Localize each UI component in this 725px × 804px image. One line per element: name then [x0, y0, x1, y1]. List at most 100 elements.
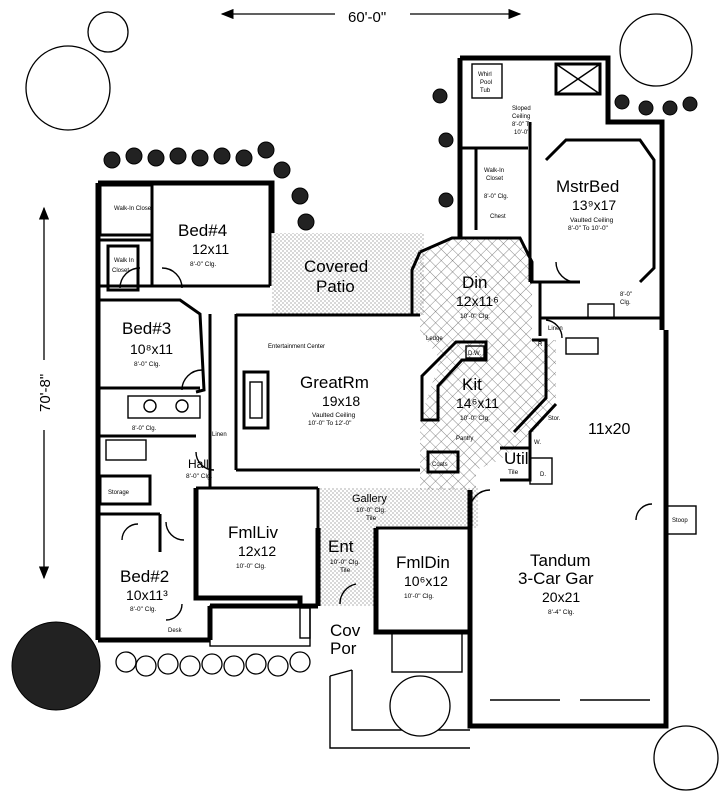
util-bath-clg2: Clg. — [620, 300, 631, 306]
ent-note2: Tile — [340, 567, 351, 574]
shrub-icon — [11, 621, 101, 711]
ent-name: Ent — [328, 537, 354, 556]
r-label: R — [538, 342, 543, 348]
stoop — [665, 505, 697, 535]
bed2-size: 10x11³ — [126, 587, 168, 603]
covpor-line1: Cov — [330, 621, 361, 640]
storage-label: Storage — [108, 490, 130, 496]
chest-label: Chest — [490, 214, 506, 220]
sloped-label-4: 10'-0" — [514, 130, 529, 136]
kit-size: 14⁶x11 — [456, 395, 499, 411]
patio-name-1: Covered — [304, 257, 368, 276]
kit-name: Kit — [462, 375, 482, 394]
whirl-label: Whirl — [478, 72, 492, 78]
depth-label: 70'-8" — [37, 374, 54, 412]
greatrm-note1: Vaulted Ceiling — [312, 412, 356, 419]
interior-walls — [98, 62, 662, 552]
garage-note: 8'-4" Clg. — [548, 609, 575, 616]
w-label: W. — [534, 440, 541, 446]
hall-name: Hall — [188, 457, 209, 471]
desk-label: Desk — [168, 628, 183, 634]
fmlliv-note: 10'-0" Clg. — [236, 563, 266, 570]
din-name: Din — [462, 273, 488, 292]
mstrbed-size: 13⁹x17 — [572, 197, 616, 213]
fmldin-note: 10'-0" Clg. — [404, 593, 434, 600]
tree-icon — [653, 725, 719, 791]
ent-note1: 10'-0" Clg. — [330, 559, 360, 566]
greatrm-name: GreatRm — [300, 373, 369, 392]
garage-line1: Tandum — [530, 551, 590, 570]
bed3-size: 10⁸x11 — [130, 341, 173, 357]
dw-label: D.W. — [468, 351, 481, 357]
fmlliv-name: FmlLiv — [228, 523, 279, 542]
bed4-size: 12x11 — [192, 241, 229, 257]
walkin2-line2: Closet — [486, 176, 503, 182]
util-bath-clg1: 8'-0" — [620, 292, 632, 298]
util-note: Tile — [508, 469, 519, 476]
tub-label: Tub — [480, 88, 491, 94]
entry-tile — [318, 528, 376, 606]
fmlliv-size: 12x12 — [238, 543, 276, 559]
front-planters — [209, 605, 463, 673]
walk-in-label: Walk In — [114, 258, 134, 264]
hedge-icon — [115, 651, 311, 677]
bed4-name: Bed#4 — [178, 221, 227, 240]
walkin2-line1: Walk-In — [484, 168, 504, 174]
ledge-label: Ledge — [426, 336, 443, 342]
tree-icon — [619, 13, 693, 87]
din-size: 12x11⁶ — [456, 293, 499, 309]
sloped-label-1: Sloped — [512, 106, 531, 112]
fmldin-size: 10⁶x12 — [404, 573, 448, 589]
bed2-note: 8'-0" Clg. — [130, 606, 157, 613]
door-swings — [119, 261, 653, 621]
gallery-note2: Tile — [366, 515, 377, 522]
landscaping — [11, 11, 719, 791]
walkin-closet-bed4: Walk-In Closet — [114, 206, 153, 212]
pool-label: Pool — [480, 80, 492, 86]
kitchen-dining-tile — [420, 238, 556, 490]
pantry-label: Pantry — [456, 436, 473, 442]
fmldin-name: FmlDin — [396, 553, 450, 572]
garage-size: 20x21 — [542, 589, 580, 605]
walkin2-clg: 8'-0" Clg. — [484, 194, 509, 200]
util-name: Util — [504, 449, 529, 468]
mstrbed-note2: 8'-0" To 10'-0" — [568, 225, 609, 232]
bed3-name: Bed#3 — [122, 319, 171, 338]
linen-master-label: Linen — [548, 326, 563, 332]
closet-label: Closet — [112, 268, 129, 274]
garage-small-size: 11x20 — [588, 421, 631, 438]
din-note: 10'-0" Clg. — [460, 313, 490, 320]
mstrbed-note1: Vaulted Ceiling — [570, 217, 614, 224]
hall-note: 8'-0" Clg. — [186, 473, 213, 480]
garage-line2: 3-Car Gar — [518, 569, 594, 588]
bed2-name: Bed#2 — [120, 567, 169, 586]
shrub-icon — [389, 675, 451, 737]
patio-name-2: Patio — [316, 277, 355, 296]
top-hedge-icon — [103, 141, 315, 231]
tree-icon — [25, 45, 111, 131]
right-hedge-icon — [432, 88, 698, 208]
bed3-note: 8'-0" Clg. — [134, 361, 161, 368]
bath-clg-label: 8'-0" Clg. — [132, 426, 157, 432]
width-label: 60'-0" — [348, 9, 386, 26]
sloped-label-2: Ceiling — [512, 114, 530, 120]
covpor-line2: Por — [330, 639, 357, 658]
sloped-label-3: 8'-0" To — [512, 122, 533, 128]
gallery-name: Gallery — [352, 493, 387, 505]
bed4-note: 8'-0" Clg. — [190, 261, 217, 268]
gallery-tile — [318, 488, 478, 528]
linen-hall-label: Linen — [212, 432, 227, 438]
greatrm-size: 19x18 — [322, 393, 360, 409]
patio-texture — [272, 233, 424, 315]
stoop-label: Stoop — [672, 518, 688, 524]
tree-icon — [87, 11, 129, 53]
d-label: D. — [540, 472, 546, 478]
greatrm-note2: 10'-0" To 12'-0" — [308, 420, 352, 427]
kit-note: 10'-0" Clg. — [460, 415, 490, 422]
gallery-note1: 10'-0" Clg. — [356, 507, 386, 514]
coats-label: Coats — [432, 462, 448, 468]
stor-label: Stor. — [548, 416, 561, 422]
entertainment-label: Entertainment Center — [268, 344, 325, 350]
mstrbed-name: MstrBed — [556, 177, 619, 196]
